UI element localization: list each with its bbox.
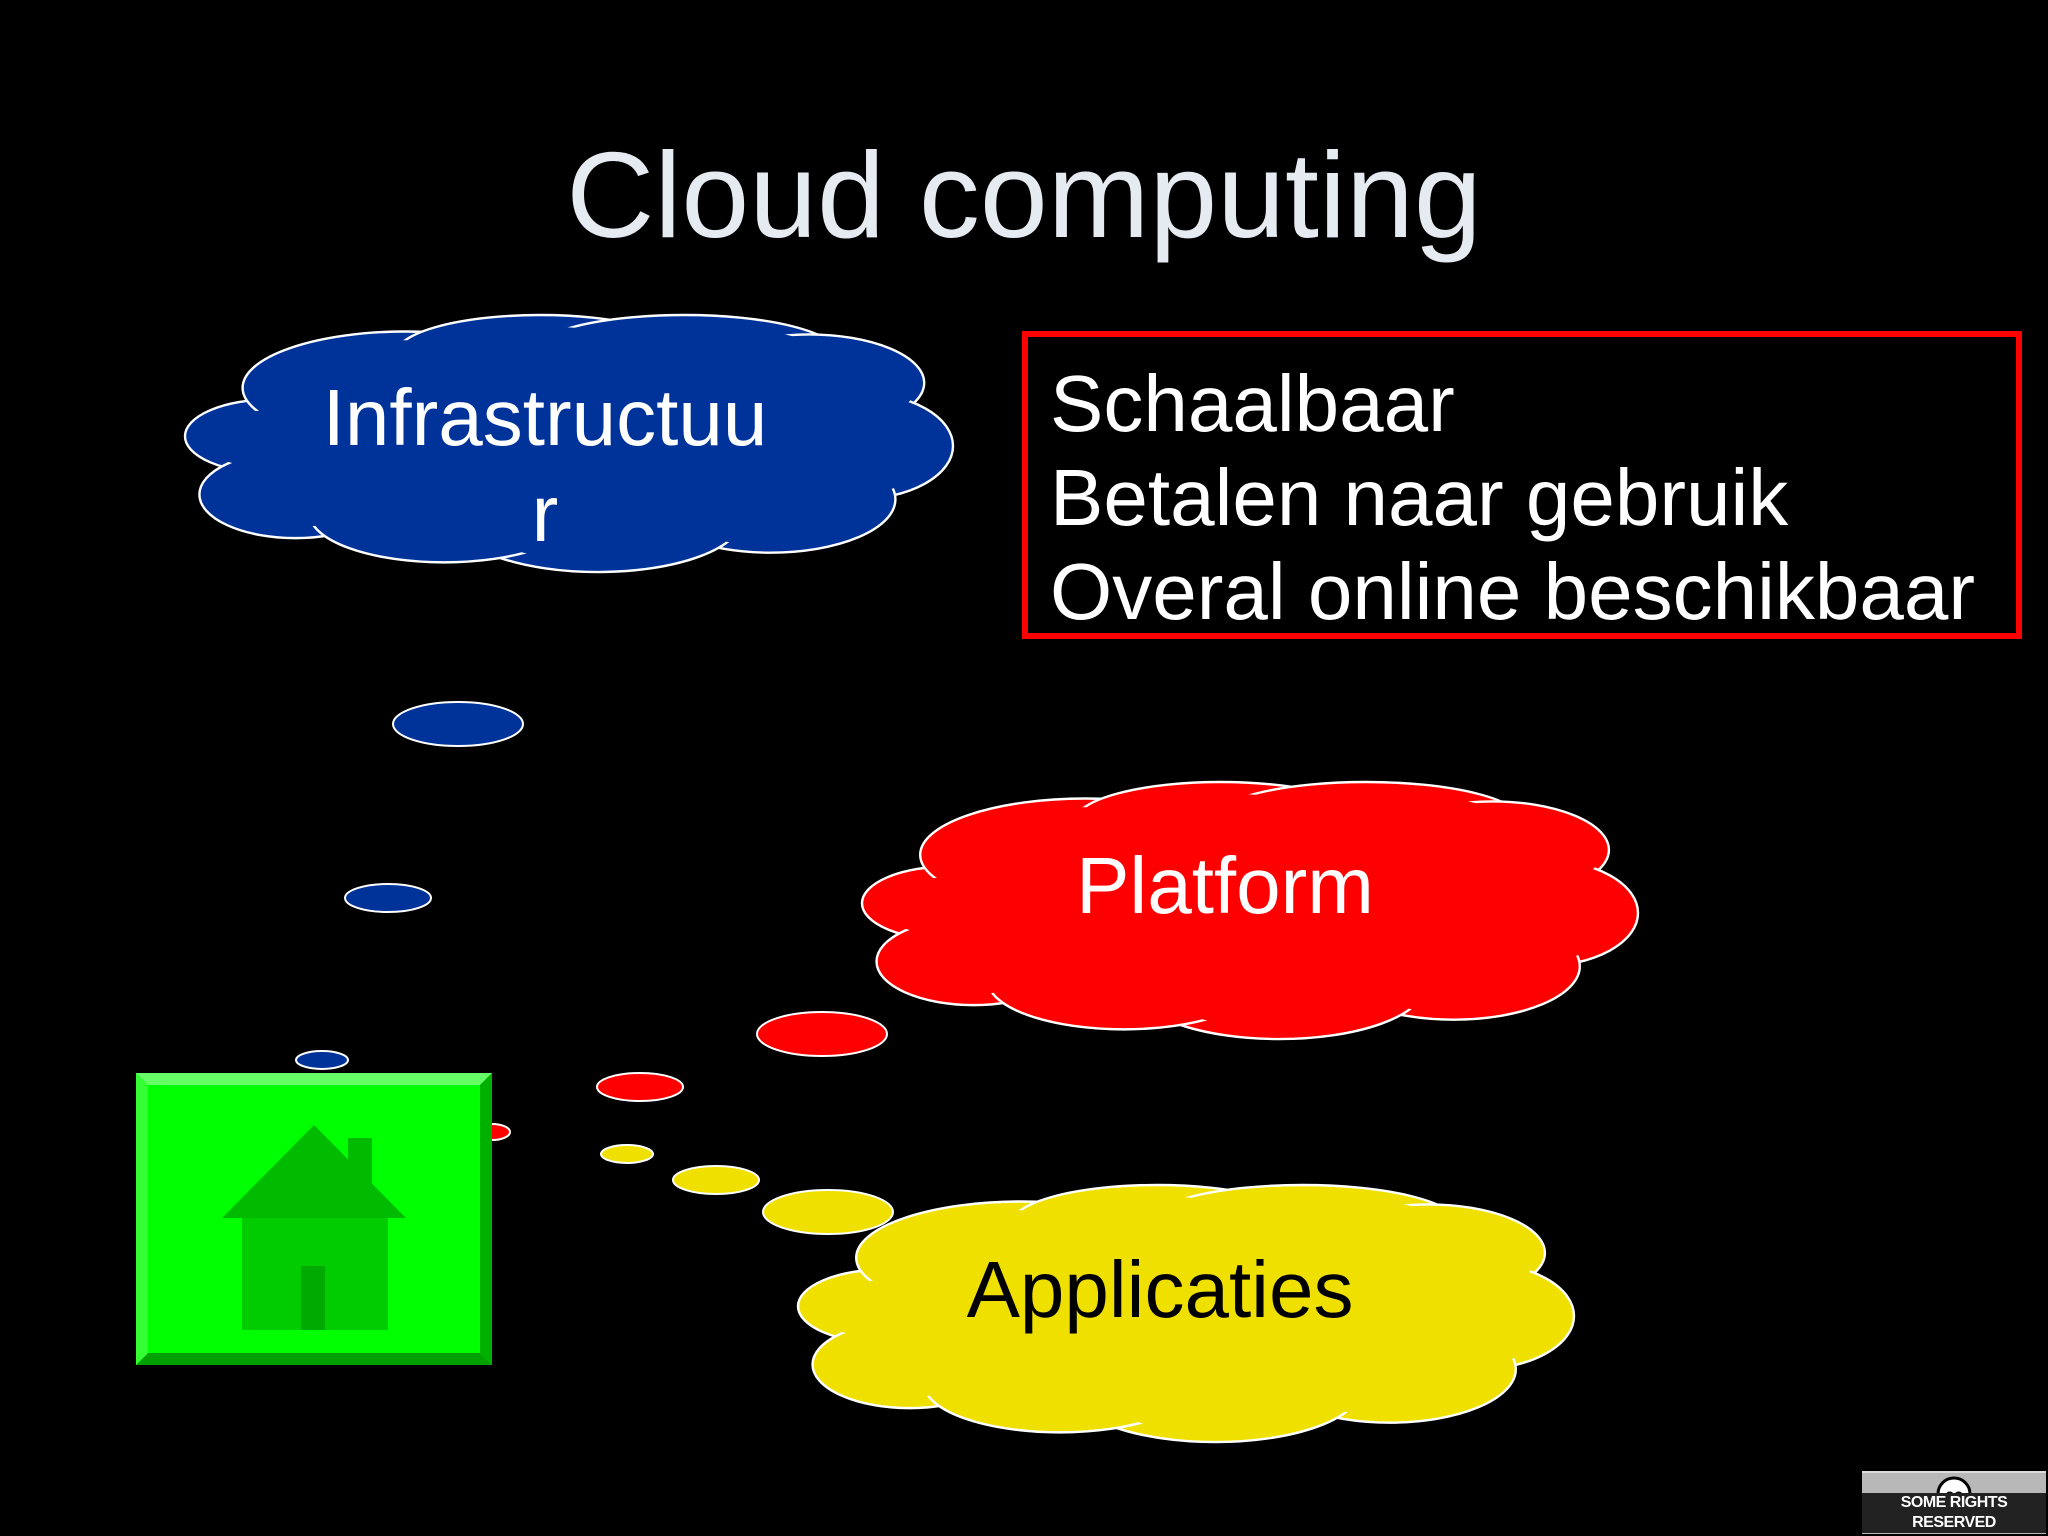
feature-item: Overal online beschikbaar (1050, 547, 1975, 636)
infrastructure-cloud (183, 313, 955, 574)
license-badge[interactable]: cc SOME RIGHTS RESERVED (1862, 1471, 2046, 1534)
house-icon (136, 1073, 492, 1365)
trail-bubble (596, 1072, 684, 1102)
feature-item: Schaalbaar (1050, 359, 1455, 448)
platform-bubble-trail (473, 1011, 888, 1141)
applications-bubble-trail (600, 1144, 894, 1235)
applications-cloud (796, 1183, 1576, 1444)
infrastructure-label: Infrastructuu r (300, 370, 790, 562)
infrastructure-label-line: r (531, 469, 559, 558)
platform-cloud (860, 780, 1640, 1041)
platform-label: Platform (1076, 841, 1374, 930)
trail-bubble (295, 1050, 349, 1070)
license-badge-text: SOME RIGHTS RESERVED (1862, 1493, 2046, 1533)
features-box: Schaalbaar Betalen naar gebruik Overal o… (1022, 331, 2022, 639)
trail-bubble (392, 701, 524, 747)
infrastructure-label-line: Infrastructuu (322, 373, 768, 462)
feature-item: Betalen naar gebruik (1050, 453, 1789, 542)
trail-bubble (672, 1165, 760, 1195)
trail-bubble (600, 1144, 654, 1164)
infrastructure-bubble-trail (295, 701, 524, 1070)
trail-bubble (756, 1011, 888, 1057)
slide-title: Cloud computing (566, 127, 1482, 263)
trail-bubble (762, 1189, 894, 1235)
home-button[interactable] (136, 1073, 492, 1365)
applications-label: Applicaties (966, 1245, 1354, 1334)
trail-bubble (344, 883, 432, 913)
